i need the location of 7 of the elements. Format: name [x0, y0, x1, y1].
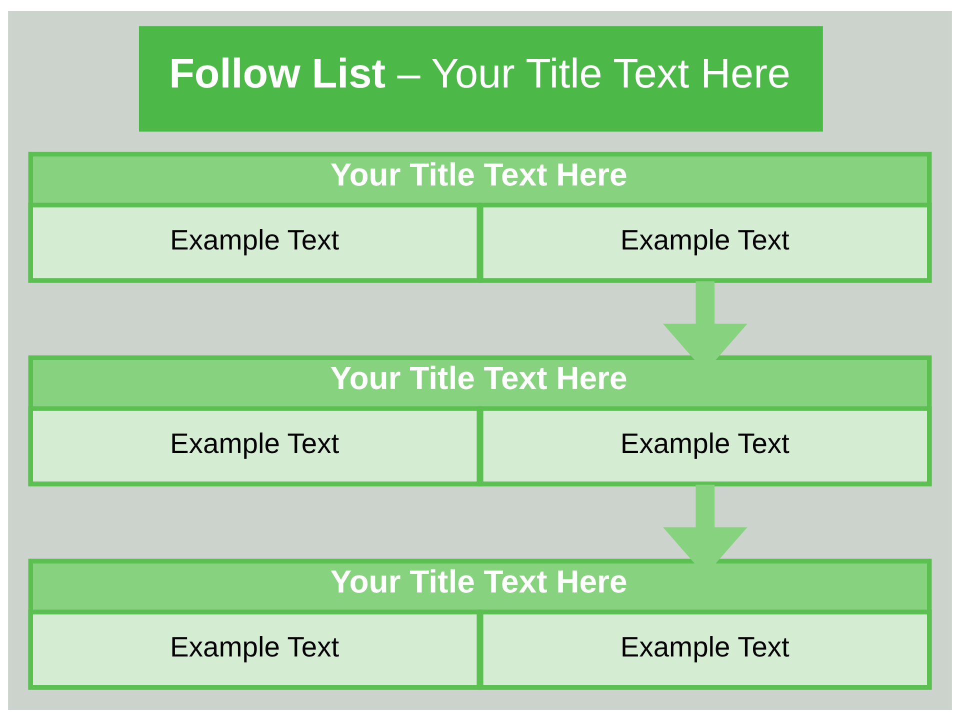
node-box: Example Text: [478, 406, 932, 486]
node-box: Example Text: [28, 609, 482, 690]
node-box: Example Text: [28, 202, 482, 282]
node-box: Example Text: [478, 202, 932, 282]
node-box: Example Text: [478, 609, 932, 690]
node-box: Example Text: [28, 406, 482, 486]
diagram-title: Follow List – Your Title Text Here: [169, 48, 790, 96]
